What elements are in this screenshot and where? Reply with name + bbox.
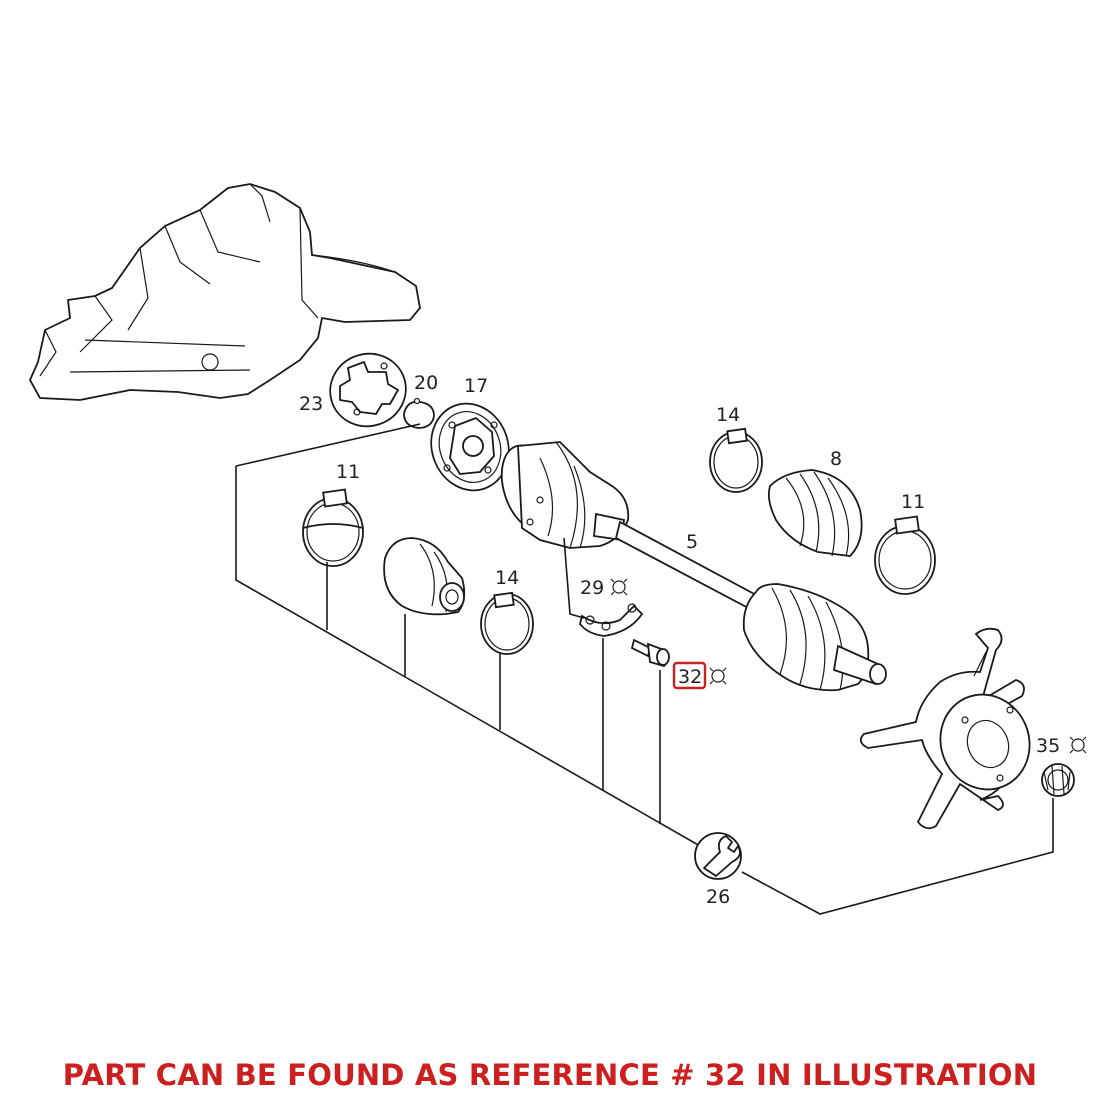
part-11-clamp-left [302,488,364,567]
part-14-clamp-right [709,427,763,493]
part-5-drive-shaft [500,441,887,692]
boot-left [383,537,466,616]
part-label-29: 29 [580,577,604,599]
part-label-17: 17 [464,375,488,397]
part-17-cv-joint [430,402,510,492]
wheel-carrier-hub [859,627,1031,830]
exploded-drive-shaft-diagram: 23 20 17 11 14 8 11 5 14 29 32 35 26 [28,183,1087,915]
part-label-26: 26 [706,886,730,908]
reference-caption: PART CAN BE FOUND AS REFERENCE # 32 IN I… [62,1058,1038,1092]
part-label-14: 14 [716,404,740,426]
part-23-flange [329,352,407,428]
part-label-35: 35 [1036,735,1060,757]
part-label-11: 11 [901,491,925,513]
alternate-part-marker-35 [1069,736,1087,754]
part-label-32: 32 [678,666,702,688]
reference-32-highlight-box [672,661,707,690]
part-label-8: 8 [830,448,842,470]
differential-housing [28,183,421,401]
part-label-23: 23 [299,393,323,415]
part-20-circlip [403,397,435,429]
part-label-14: 14 [495,567,519,589]
part-label-5: 5 [686,531,698,553]
part-29-lock-plate [579,603,644,637]
alternate-part-marker-29 [610,578,628,596]
assembly-guide-lines [235,423,1054,915]
part-label-20: 20 [414,372,438,394]
wrench-icon [694,832,742,880]
part-8-boot-right [767,469,863,557]
alternate-part-marker-32 [709,667,727,685]
part-11-clamp-right [874,515,936,595]
part-14-clamp-left [480,591,534,655]
part-35-nut [1041,763,1075,797]
part-label-11: 11 [336,461,360,483]
part-32-bolt [630,638,670,668]
